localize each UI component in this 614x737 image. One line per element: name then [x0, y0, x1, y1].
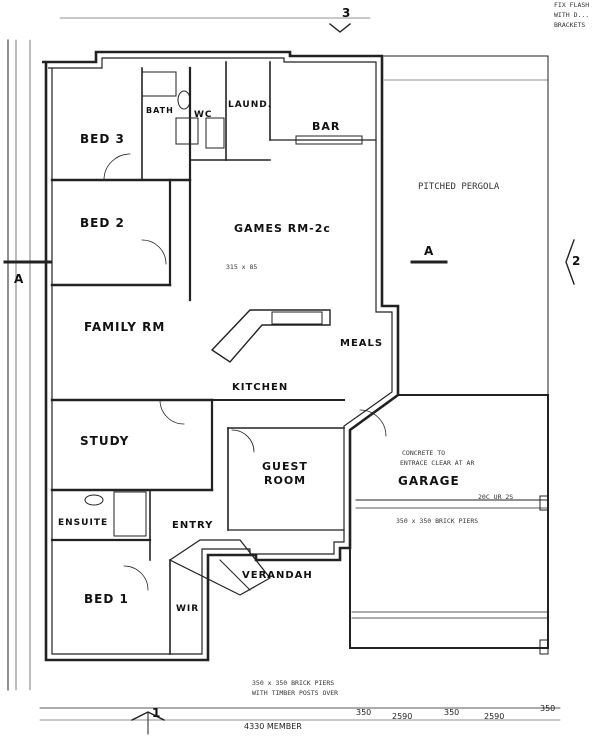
- marker-2: 2: [572, 254, 581, 268]
- marker-3: 3: [342, 6, 351, 20]
- note-top-right-1: FIX FLASH: [554, 1, 590, 9]
- note-garage-beam: 350 x 350 BRICK PIERS: [396, 517, 479, 525]
- room-label-study: STUDY: [80, 434, 130, 448]
- section-a-left-label: A: [14, 272, 24, 286]
- room-label-laundry: LAUND.: [228, 100, 273, 110]
- ensuite-basin: [84, 494, 104, 506]
- room-label-wc: WC: [194, 110, 213, 120]
- room-label-bath: BATH: [146, 106, 174, 115]
- door-swing-bed2: [141, 239, 167, 265]
- toilet-1: [177, 90, 191, 110]
- room-label-bed2: BED 2: [80, 216, 125, 230]
- bath-tub: [141, 71, 177, 97]
- room-label-bar: BAR: [312, 120, 341, 133]
- bar-counter: [295, 135, 363, 145]
- note-garage-2: ENTRACE CLEAR AT AR: [400, 459, 475, 467]
- dim-2590-b: 2590: [484, 712, 505, 721]
- door-swing-bed3: [103, 153, 131, 181]
- dim-350-a: 350: [356, 708, 372, 717]
- section-a-right-label: A: [424, 244, 434, 258]
- note-pitched-pergola: PITCHED PERGOLA: [418, 182, 500, 192]
- note-top-right-2: WITH D...: [554, 11, 590, 19]
- room-label-family: FAMILY RM: [84, 320, 166, 334]
- room-label-games: GAMES RM-2c: [234, 222, 331, 235]
- note-brick-piers-2: WITH TIMBER POSTS OVER: [252, 689, 339, 697]
- verandah-line: [219, 559, 251, 591]
- room-label-wir: WIR: [176, 604, 200, 614]
- garage-pier-2: [539, 639, 549, 655]
- marker-1: 1: [152, 706, 161, 720]
- kitchen-island: [210, 309, 331, 363]
- room-label-guest-room: ROOM: [264, 474, 307, 487]
- dim-350-c: 350: [540, 704, 556, 713]
- note-games-size: 315 x 85: [226, 263, 258, 271]
- door-swing-bed1: [123, 565, 149, 591]
- door-swing-garage: [359, 409, 387, 437]
- dim-4330: 4330 MEMBER: [244, 722, 302, 731]
- shower: [175, 117, 199, 145]
- garage-wall: [349, 394, 549, 649]
- door-swing-guest: [231, 429, 255, 453]
- entry-shape: [168, 539, 271, 596]
- marker-2-arrow: [565, 239, 575, 285]
- dim-350-b: 350: [444, 708, 460, 717]
- room-label-entry: ENTRY: [172, 520, 214, 531]
- note-garage-1: CONCRETE TO: [402, 449, 446, 457]
- marker-3-arrow: [329, 23, 351, 33]
- room-label-meals: MEALS: [340, 338, 384, 349]
- door-swing-study: [159, 399, 185, 425]
- room-label-ensuite: ENSUITE: [58, 518, 109, 528]
- outer-wall-inner: [48, 57, 393, 655]
- room-label-kitchen: KITCHEN: [232, 382, 289, 393]
- laundry-tub: [205, 117, 225, 149]
- note-brick-piers: 350 x 350 BRICK PIERS: [252, 679, 335, 687]
- dim-2590-a: 2590: [392, 712, 413, 721]
- note-dim-2c: 20C UR 2S: [478, 493, 514, 501]
- room-label-verandah: VERANDAH: [242, 570, 313, 581]
- room-label-guest: GUEST: [262, 460, 308, 473]
- room-label-bed3: BED 3: [80, 132, 125, 146]
- room-label-bed1: BED 1: [84, 592, 129, 606]
- room-label-garage: GARAGE: [398, 474, 460, 488]
- cooktop: [271, 311, 323, 325]
- ensuite-shower: [113, 491, 147, 537]
- garage-pier: [539, 495, 549, 511]
- note-top-right-3: BRACKETS: [554, 21, 586, 29]
